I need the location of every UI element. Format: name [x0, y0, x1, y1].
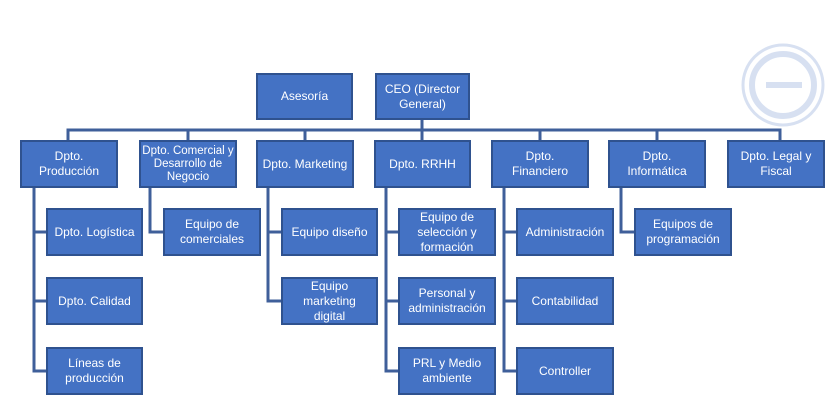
box-equipo-diseno: Equipo diseño: [281, 208, 378, 256]
box-dpto-comercial-label: Dpto. Comercial y Desarrollo de Negocio: [142, 144, 234, 183]
box-equipo-seleccion: Equipo de selección y formación: [398, 208, 496, 256]
box-dpto-legal: Dpto. Legal y Fiscal: [727, 140, 825, 188]
box-equipos-programacion: Equipos de programación: [634, 208, 732, 256]
box-equipo-comerciales-label: Equipo de comerciales: [179, 217, 245, 246]
box-personal-administracion-label: Personal y administración: [408, 286, 486, 315]
box-administracion-label: Administración: [525, 224, 605, 239]
box-prl-medio-ambiente-label: PRL y Medio ambiente: [412, 356, 482, 385]
box-dpto-produccion-label: Dpto. Producción: [38, 149, 100, 178]
box-contabilidad-label: Contabilidad: [531, 293, 599, 308]
box-ceo: CEO (Director General): [375, 73, 470, 120]
box-dpto-logistica-label: Dpto. Logística: [54, 224, 135, 239]
box-dpto-calidad: Dpto. Calidad: [46, 277, 143, 325]
box-dpto-calidad-label: Dpto. Calidad: [58, 293, 131, 308]
watermark-logo-icon: [741, 43, 825, 127]
box-personal-administracion: Personal y administración: [398, 277, 496, 325]
box-dpto-rrhh-label: Dpto. RRHH: [389, 156, 456, 171]
box-equipo-comerciales: Equipo de comerciales: [163, 208, 261, 256]
box-administracion: Administración: [516, 208, 614, 256]
box-controller-label: Controller: [538, 363, 592, 378]
box-dpto-financiero: Dpto. Financiero: [491, 140, 589, 188]
box-dpto-informatica: Dpto. Informática: [608, 140, 706, 188]
box-equipo-marketing-digital: Equipo marketing digital: [281, 277, 378, 325]
box-equipos-programacion-label: Equipos de programación: [646, 217, 720, 246]
box-equipo-marketing-digital-label: Equipo marketing digital: [303, 278, 356, 323]
box-dpto-marketing: Dpto. Marketing: [256, 140, 354, 188]
box-asesoria-label: Asesoría: [280, 89, 329, 103]
box-dpto-marketing-label: Dpto. Marketing: [262, 156, 348, 171]
box-dpto-comercial: Dpto. Comercial y Desarrollo de Negocio: [139, 140, 237, 188]
box-equipo-seleccion-label: Equipo de selección y formación: [417, 209, 477, 254]
box-ceo-label: CEO (Director General): [384, 81, 461, 111]
box-lineas-produccion-label: Líneas de producción: [65, 356, 124, 385]
box-dpto-logistica: Dpto. Logística: [46, 208, 143, 256]
box-dpto-legal-label: Dpto. Legal y Fiscal: [740, 149, 812, 178]
box-dpto-financiero-label: Dpto. Financiero: [511, 149, 569, 178]
box-asesoria: Asesoría: [256, 73, 353, 120]
box-dpto-produccion: Dpto. Producción: [20, 140, 118, 188]
box-lineas-produccion: Líneas de producción: [46, 347, 143, 395]
box-equipo-diseno-label: Equipo diseño: [291, 224, 368, 239]
box-dpto-informatica-label: Dpto. Informática: [627, 149, 687, 178]
box-contabilidad: Contabilidad: [516, 277, 614, 325]
box-controller: Controller: [516, 347, 614, 395]
box-prl-medio-ambiente: PRL y Medio ambiente: [398, 347, 496, 395]
box-dpto-rrhh: Dpto. RRHH: [374, 140, 471, 188]
